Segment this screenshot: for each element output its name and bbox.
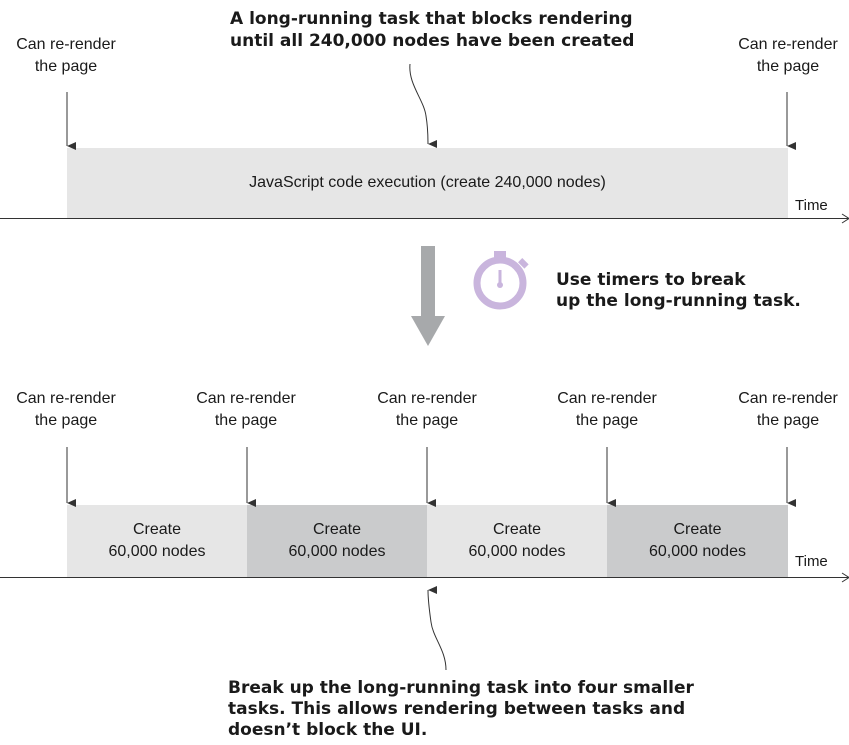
stopwatch-icon — [473, 251, 529, 310]
bottom-render-label-4: Can re-render the page — [557, 390, 657, 429]
top-render-label-left: Can re-render the page — [16, 36, 116, 75]
bottom-axis-arrowhead — [841, 572, 849, 583]
top-annotation-pointer — [409, 63, 438, 148]
transform-down-arrow — [411, 246, 445, 346]
chunk-block-1: Create 60,000 nodes — [67, 505, 247, 577]
chunk-block-4: Create 60,000 nodes — [607, 505, 788, 577]
top-axis-arrowhead — [841, 213, 849, 224]
bottom-time-label: Time — [795, 553, 828, 570]
bottom-annotation-pointer — [427, 585, 447, 671]
timer-note: Use timers to break up the long-running … — [556, 270, 801, 311]
top-annotation: A long-running task that blocks renderin… — [230, 9, 635, 51]
chunk-block-3: Create 60,000 nodes — [427, 505, 607, 577]
top-render-label-right: Can re-render the page — [738, 36, 838, 75]
bottom-render-label-2: Can re-render the page — [196, 390, 296, 429]
chunk-block-2: Create 60,000 nodes — [247, 505, 427, 577]
top-execution-block: JavaScript code execution (create 240,00… — [67, 148, 788, 218]
bottom-render-label-1: Can re-render the page — [16, 390, 116, 429]
top-time-label: Time — [795, 197, 828, 214]
bottom-annotation: Break up the long-running task into four… — [228, 678, 694, 740]
bottom-render-label-3: Can re-render the page — [377, 390, 477, 429]
bottom-render-label-5: Can re-render the page — [738, 390, 838, 429]
